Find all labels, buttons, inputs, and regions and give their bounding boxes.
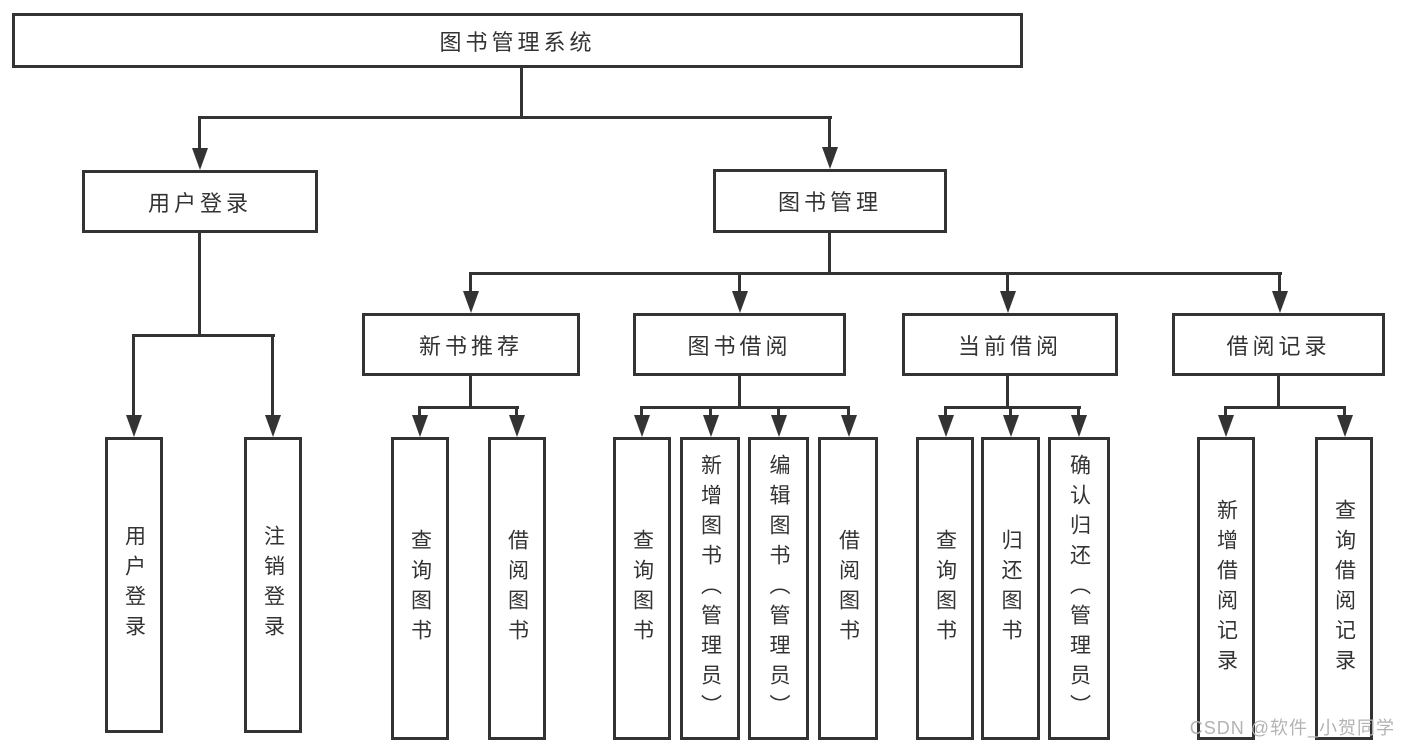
arrowhead-down-icon: [703, 415, 719, 437]
leaf-borrow-books: 借阅图书: [818, 437, 878, 740]
connector-new-book-rec-rail: [418, 406, 519, 409]
watermark: CSDN @软件_小贺同学: [1189, 718, 1395, 738]
arrowhead-down-icon: [1272, 291, 1288, 313]
node-library-system: 图书管理系统: [12, 13, 1023, 68]
connector-drop-book-borrow: [738, 272, 741, 294]
connector-current-borrow-rail: [944, 406, 1081, 409]
node-book-borrowing: 图书借阅: [633, 313, 846, 376]
leaf-user-login: 用户登录: [105, 437, 163, 733]
connector-drop-leaf: [777, 406, 780, 418]
connector-book-borrow-rail: [640, 406, 850, 409]
leaf-confirm-return-admin: 确认归还（管理员）: [1048, 437, 1110, 740]
arrowhead-down-icon: [822, 147, 838, 169]
connector-borrow-record-rail: [1224, 406, 1346, 409]
connector-drop-leaf: [1009, 406, 1012, 418]
arrowhead-down-icon: [192, 148, 208, 170]
arrowhead-down-icon: [771, 415, 787, 437]
connector-new-book-rec-stem: [469, 376, 472, 409]
arrowhead-down-icon: [265, 415, 281, 437]
connector-drop-leaf: [640, 406, 643, 418]
arrowhead-down-icon: [463, 291, 479, 313]
arrowhead-down-icon: [732, 291, 748, 313]
leaf-add-books-admin: 新增图书（管理员）: [680, 437, 740, 740]
connector-drop-leaf: [1077, 406, 1080, 418]
connector-book-borrow-stem: [738, 376, 741, 409]
leaf-edit-books-admin: 编辑图书（管理员）: [748, 437, 809, 740]
connector-drop-leaf: [709, 406, 712, 418]
connector-drop-leaf: [418, 406, 421, 418]
leaf-query-borrow-record: 查询借阅记录: [1315, 437, 1373, 740]
arrowhead-down-icon: [1218, 415, 1234, 437]
connector-drop-leaf-user-login: [132, 334, 135, 417]
connector-drop-borrow-record: [1278, 272, 1281, 294]
node-current-borrowing: 当前借阅: [902, 313, 1118, 376]
leaf-query-books: 查询图书: [391, 437, 449, 740]
connector-drop-leaf: [1343, 406, 1346, 418]
connector-book-mgmt-stem: [828, 233, 831, 275]
node-borrowing-records: 借阅记录: [1172, 313, 1385, 376]
connector-borrow-record-stem: [1277, 376, 1280, 409]
node-user-login: 用户登录: [82, 170, 318, 233]
connector-drop-current-borrow: [1006, 272, 1009, 294]
arrowhead-down-icon: [1003, 415, 1019, 437]
leaf-query-books: 查询图书: [613, 437, 671, 740]
arrowhead-down-icon: [634, 415, 650, 437]
connector-level3-rail: [469, 272, 1282, 275]
leaf-logout: 注销登录: [244, 437, 302, 733]
arrowhead-down-icon: [841, 415, 857, 437]
connector-drop-leaf: [944, 406, 947, 418]
connector-drop-book-mgmt: [828, 116, 831, 149]
arrowhead-down-icon: [938, 415, 954, 437]
node-new-book-recommendation: 新书推荐: [362, 313, 580, 376]
connector-drop-leaf: [1224, 406, 1227, 418]
arrowhead-down-icon: [1000, 291, 1016, 313]
node-book-management: 图书管理: [713, 169, 947, 233]
connector-drop-leaf: [847, 406, 850, 418]
leaf-borrow-books: 借阅图书: [488, 437, 546, 740]
leaf-return-books: 归还图书: [981, 437, 1040, 740]
connector-drop-leaf: [515, 406, 518, 418]
arrowhead-down-icon: [509, 415, 525, 437]
connector-drop-leaf-logout: [271, 334, 274, 417]
leaf-query-books: 查询图书: [916, 437, 974, 740]
connector-drop-new-book-rec: [469, 272, 472, 294]
arrowhead-down-icon: [1071, 415, 1087, 437]
connector-drop-user-login: [198, 116, 201, 150]
arrowhead-down-icon: [1337, 415, 1353, 437]
leaf-add-borrow-record: 新增借阅记录: [1197, 437, 1255, 740]
connector-user-login-rail: [132, 334, 275, 337]
arrowhead-down-icon: [126, 415, 142, 437]
connector-current-borrow-stem: [1006, 376, 1009, 409]
connector-level2-rail: [198, 116, 832, 119]
connector-root-stem: [520, 68, 523, 119]
arrowhead-down-icon: [412, 415, 428, 437]
connector-user-login-stem: [198, 233, 201, 337]
